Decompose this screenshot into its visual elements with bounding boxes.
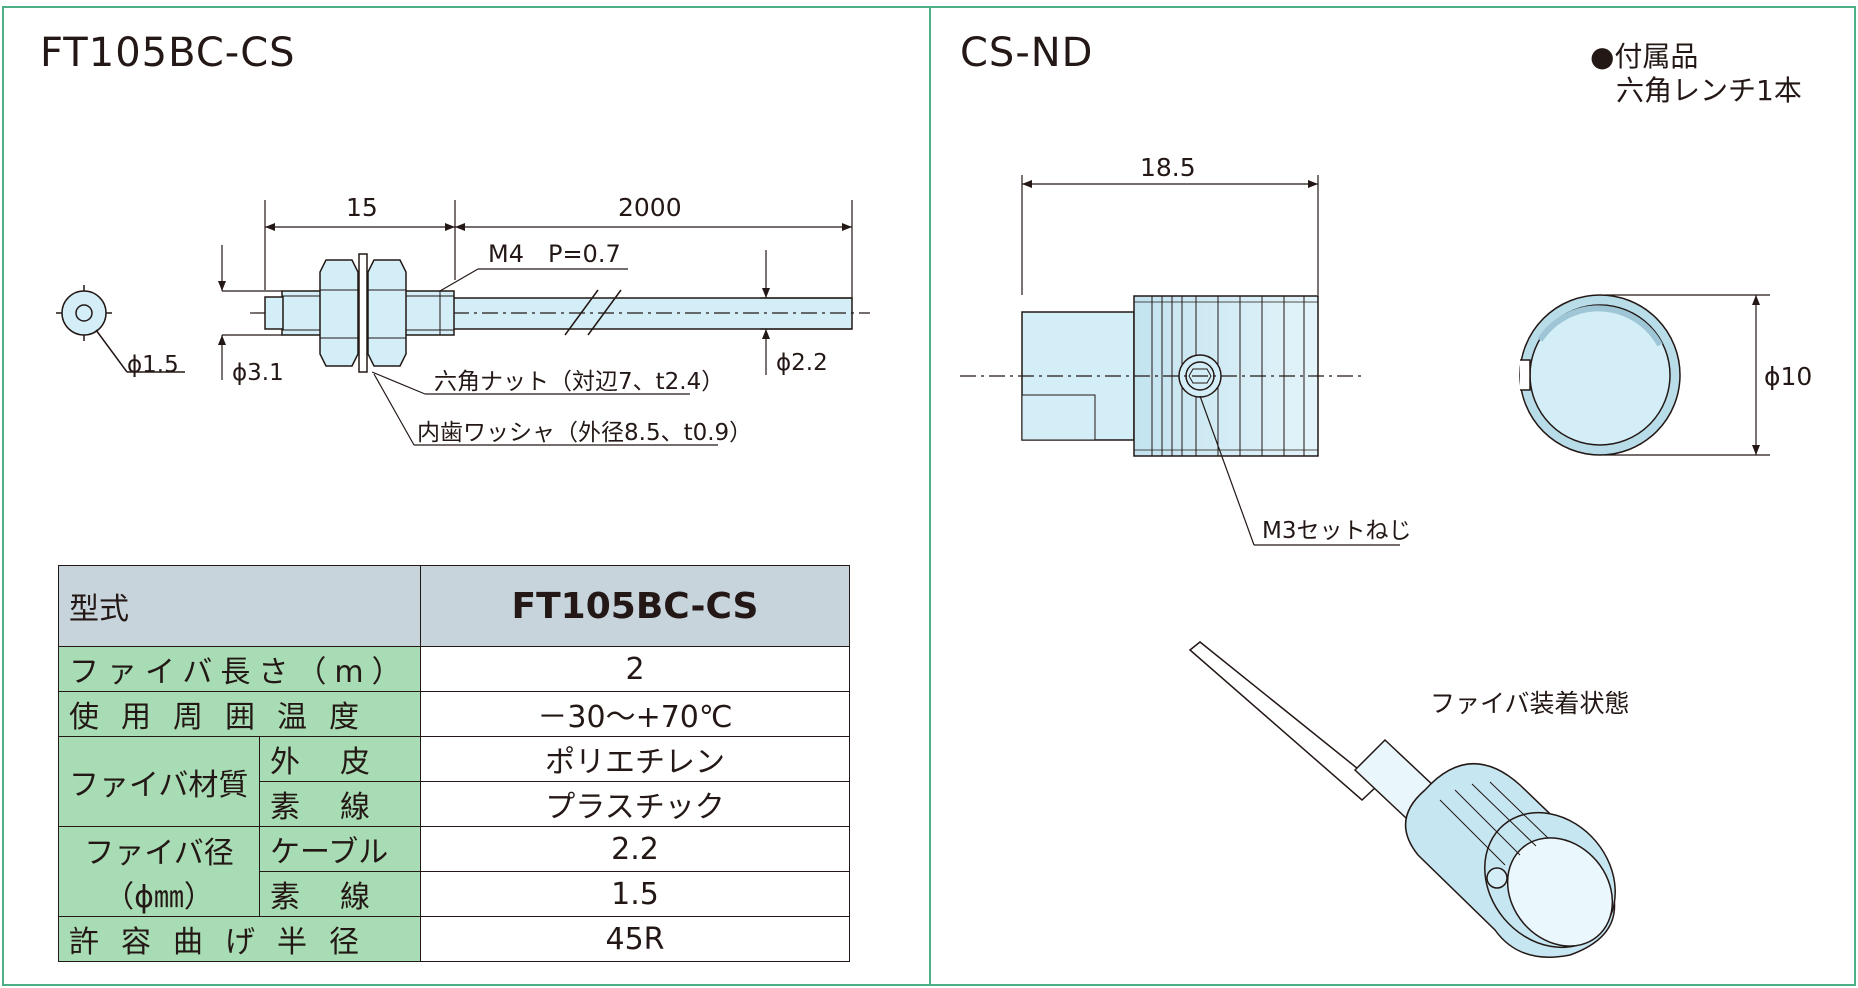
end-view	[56, 285, 185, 373]
fiber-cable	[250, 289, 870, 336]
mounted-illustration	[1188, 641, 1616, 958]
cable-diameter-label: ϕ2.2	[776, 350, 828, 376]
model-header-label: 型式	[69, 584, 410, 628]
diameter-cable-value: 2.2	[420, 826, 850, 872]
diameter-cable-label: ケーブル	[259, 826, 421, 872]
material-outer-label: 外皮	[259, 736, 421, 782]
right-panel-frame	[929, 6, 1856, 986]
set-screw-label: M3セットねじ	[1262, 518, 1411, 544]
thread-spec-label: M4 P=0.7	[488, 240, 621, 268]
table-row: ファイバ長さ（m） 2	[58, 646, 850, 692]
temp-range-label: 使用周囲温度	[58, 691, 421, 737]
accessory-heading: ●付属品	[1590, 40, 1699, 73]
diameter-core-label: 素線	[259, 871, 421, 917]
mounted-state-label: ファイバ装着状態	[1430, 689, 1630, 718]
fiber-dimension-drawing: ϕ1.5 15 2000	[56, 193, 870, 446]
diameter-group-cell: ファイバ径 （ϕ㎜）	[58, 826, 260, 917]
adapter-side-view	[960, 295, 1362, 457]
core-diameter-label: ϕ1.5	[127, 352, 179, 378]
diameter-group-line1: ファイバ径	[84, 835, 234, 871]
right-model-title: CS-ND	[960, 30, 1094, 76]
diameter-group-line2: （ϕ㎜）	[104, 879, 214, 915]
accessory-item: 六角レンチ1本	[1616, 74, 1802, 107]
model-header-value: FT105BC-CS	[511, 585, 759, 627]
washer-label: 内歯ワッシャ（外径8.5、t0.9）	[417, 420, 752, 446]
material-core-value: プラスチック	[420, 781, 850, 827]
fiber-length-label: ファイバ長さ（m）	[58, 646, 421, 692]
cable-length-label: 2000	[618, 193, 682, 222]
bend-radius-label: 許容曲げ半径	[58, 916, 421, 962]
table-row: ファイバ材質 外皮 ポリエチレン	[58, 736, 850, 827]
table-row: ファイバ径 （ϕ㎜） ケーブル 2.2	[58, 826, 850, 917]
diameter-core-value: 1.5	[420, 871, 850, 917]
fiber-length-value: 2	[420, 646, 850, 692]
table-header-row: 型式 FT105BC-CS	[58, 565, 850, 647]
hex-nut-label: 六角ナット（対辺7、t2.4）	[434, 369, 724, 395]
material-core-label: 素線	[259, 781, 421, 827]
sleeve-diameter-label: ϕ3.1	[232, 360, 284, 386]
table-row: 素線 プラスチック	[59, 781, 850, 827]
material-group-label: ファイバ材質	[58, 736, 260, 827]
table-row: 使用周囲温度 －30～+70℃	[58, 691, 850, 737]
hex-nut	[319, 253, 407, 373]
temp-range-value: －30～+70℃	[420, 691, 850, 737]
spec-table: 型式 FT105BC-CS ファイバ長さ（m） 2 使用周囲温度 －30～+70…	[58, 565, 850, 962]
bend-radius-value: 45R	[420, 916, 850, 962]
adapter-diameter-label: ϕ10	[1764, 362, 1812, 391]
table-row: 許容曲げ半径 45R	[58, 916, 850, 962]
adapter-length-label: 18.5	[1140, 153, 1196, 182]
left-model-title: FT105BC-CS	[40, 30, 296, 76]
sleeve-length-label: 15	[346, 193, 378, 222]
material-outer-value: ポリエチレン	[420, 736, 850, 782]
model-header-text: 型式	[69, 592, 129, 627]
adapter-front-view	[1519, 294, 1681, 456]
adapter-drawing: 18.5 M3セットねじ	[960, 153, 1812, 958]
